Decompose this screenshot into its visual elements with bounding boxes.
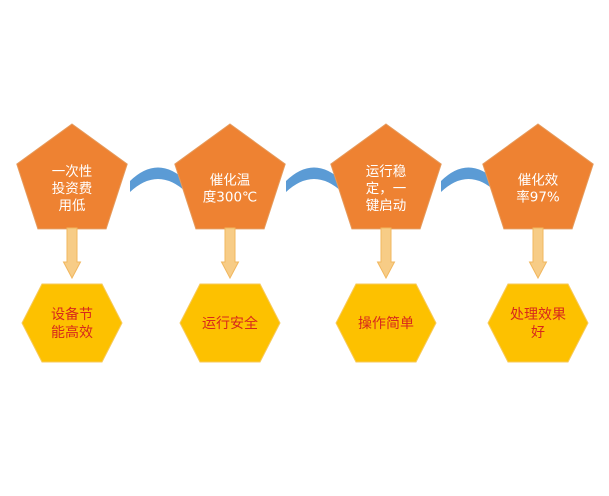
pentagon-label: 率97% xyxy=(516,189,560,206)
connector-arc-1 xyxy=(130,167,186,192)
connector-arc-3 xyxy=(441,167,496,192)
hexagon-label: 操作简单 xyxy=(358,315,414,332)
down-arrow xyxy=(220,227,240,280)
hexagon-label: 处理效果 xyxy=(510,307,566,323)
hexagon-label: 设备节 xyxy=(51,306,93,323)
pentagon-label: 键启动 xyxy=(366,198,407,214)
down-arrow xyxy=(62,227,82,280)
pentagon-label: 运行稳 xyxy=(366,164,407,180)
pentagon-label: 度300℃ xyxy=(203,190,257,206)
hexagon-shape xyxy=(487,283,589,363)
pentagon-label: 定，一 xyxy=(366,181,407,197)
hexagon-label: 运行安全 xyxy=(202,315,258,332)
pentagon-label: 用低 xyxy=(59,198,86,214)
pentagon-label: 催化温 xyxy=(210,173,251,189)
hexagon-shape xyxy=(335,283,437,363)
connector-arc-2 xyxy=(286,167,342,192)
pentagon-label: 催化效 xyxy=(518,173,559,189)
down-arrow xyxy=(376,227,396,280)
hexagon-shape xyxy=(179,283,281,363)
hexagon-label: 好 xyxy=(531,325,545,341)
down-arrow xyxy=(528,227,548,280)
hexagon-shape xyxy=(21,283,123,363)
hexagon-label: 能高效 xyxy=(51,324,93,341)
pentagon-label: 投资费 xyxy=(52,181,93,197)
connectors xyxy=(130,167,496,192)
steps: 一次性投资费用低设备节能高效催化温度300℃运行安全运行稳定，一键启动操作简单催… xyxy=(16,123,594,363)
pentagon-label: 一次性 xyxy=(52,164,93,180)
